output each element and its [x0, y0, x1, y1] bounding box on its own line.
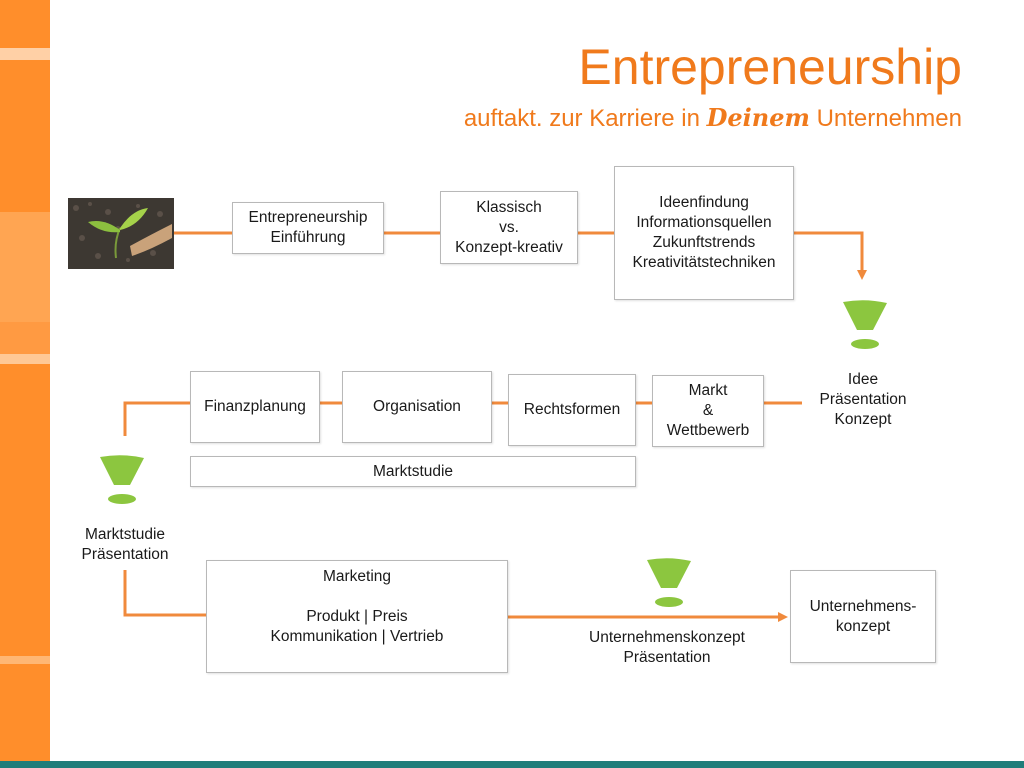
box-legal-forms: Rechtsformen	[508, 374, 636, 446]
box-marketing: Marketing Produkt | Preis Kommunikation …	[206, 560, 508, 673]
connector-milestone2-marketing	[123, 570, 206, 617]
milestone-line: Präsentation	[81, 546, 169, 563]
box-financial-planning: Finanzplanung	[190, 371, 320, 443]
connector-finance-milestone2	[123, 401, 190, 436]
page-subtitle: auftakt. zur Karriere in Deinem Unterneh…	[464, 103, 962, 133]
box-market-study: Marktstudie	[190, 456, 636, 487]
box-line: Informationsquellen	[636, 214, 772, 231]
milestone-line: Konzept	[834, 411, 892, 428]
side-accent-bar	[0, 0, 50, 768]
subtitle-emphasis: Deinem	[706, 103, 810, 132]
connector-ideas-milestone1	[794, 231, 867, 280]
box-line: Marktstudie	[372, 462, 454, 480]
milestone-idea-presentation: Idee Präsentation Konzept	[802, 370, 924, 430]
exclamation-icon	[100, 455, 144, 504]
box-line: konzept	[835, 618, 891, 635]
milestone-line: Unternehmenskonzept	[589, 629, 745, 646]
seedling-photo	[68, 198, 174, 269]
box-line: &	[702, 402, 714, 419]
box-market-competition: Markt & Wettbewerb	[652, 375, 764, 447]
milestone-line: Idee	[847, 371, 879, 388]
box-line: Kommunikation | Vertrieb	[270, 628, 444, 645]
subtitle-prefix: auftakt. zur Karriere in	[463, 105, 700, 132]
box-line: Entrepreneurship	[248, 209, 368, 226]
box-line: Rechtsformen	[523, 401, 621, 418]
box-business-concept: Unternehmens- konzept	[790, 570, 936, 663]
box-line: Finanzplanung	[204, 398, 306, 415]
box-entrepreneurship-intro: Entrepreneurship Einführung	[232, 202, 384, 254]
box-line: Ideenfindung	[659, 194, 749, 211]
box-line: vs.	[499, 218, 519, 236]
box-line: Konzept-kreativ	[455, 238, 563, 256]
milestone-market-study-presentation: Marktstudie Präsentation	[58, 525, 192, 565]
exclamation-icon	[843, 300, 887, 349]
box-line: Marketing	[322, 568, 392, 585]
box-line: Kreativitätstechniken	[632, 254, 776, 271]
milestone-line: Präsentation	[819, 391, 907, 408]
box-line: Zukunftstrends	[652, 234, 756, 251]
box-line: Unternehmens-	[809, 598, 917, 615]
box-line: Markt	[688, 382, 728, 399]
box-line: Einführung	[270, 229, 346, 246]
page-title: Entrepreneurship	[578, 39, 962, 95]
box-line: Wettbewerb	[666, 422, 750, 439]
box-line: Organisation	[373, 398, 461, 415]
subtitle-suffix: Unternehmen	[816, 105, 962, 132]
box-line: Produkt | Preis	[306, 608, 408, 625]
milestone-business-concept-presentation: Unternehmenskonzept Präsentation	[570, 628, 764, 668]
box-classic-vs-creative: Klassisch vs. Konzept-kreativ	[440, 191, 578, 264]
milestone-line: Präsentation	[623, 649, 711, 666]
exclamation-icon	[647, 558, 691, 607]
milestone-line: Marktstudie	[84, 526, 166, 543]
box-organisation: Organisation	[342, 371, 492, 443]
bottom-accent-line	[0, 761, 1024, 768]
box-line: Klassisch	[476, 198, 542, 216]
box-idea-generation: Ideenfindung Informationsquellen Zukunft…	[614, 166, 794, 300]
